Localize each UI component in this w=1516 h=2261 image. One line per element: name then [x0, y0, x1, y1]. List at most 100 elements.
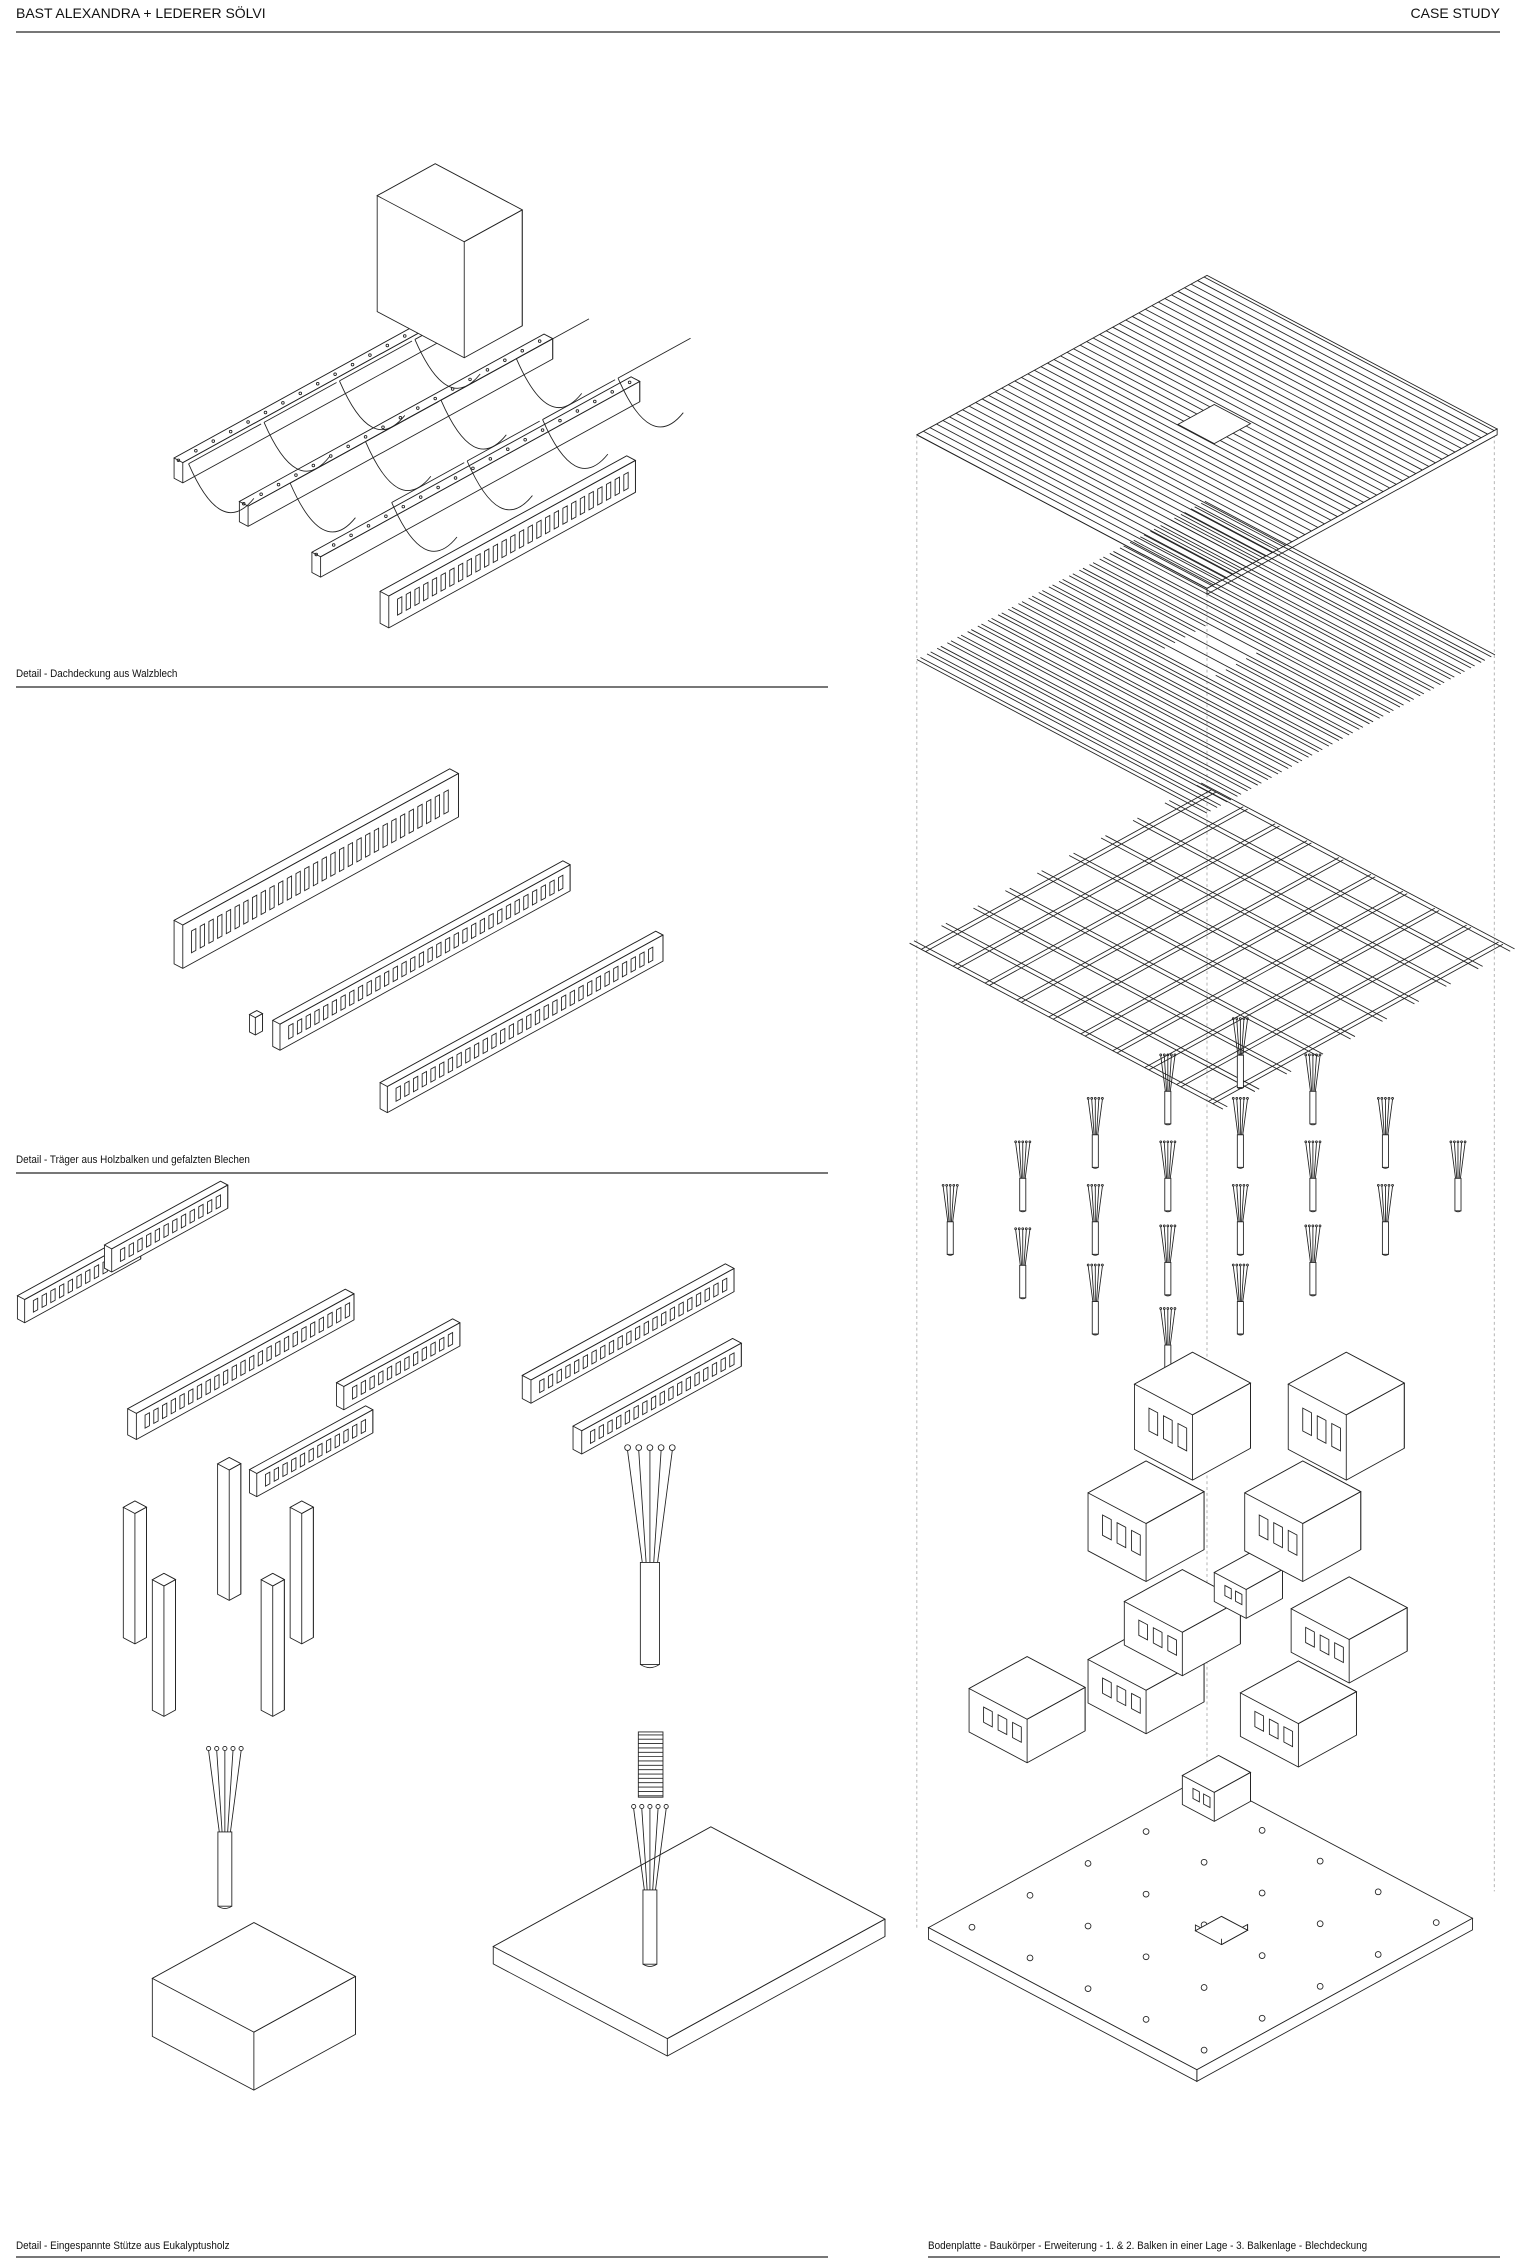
branch-tip — [1097, 1183, 1101, 1187]
branch-tip — [1173, 1307, 1177, 1310]
branch-tip — [1162, 1307, 1166, 1310]
branch-tip — [206, 1745, 212, 1752]
beam-web-opening — [418, 951, 425, 968]
beam-web-opening — [423, 581, 429, 602]
column-branch — [652, 1808, 659, 1890]
anchor-point — [1374, 1951, 1382, 1958]
beam-web-opening — [547, 1373, 554, 1389]
beam-web-opening — [240, 1359, 246, 1377]
slat — [1123, 545, 1414, 700]
beam-web-opening — [549, 879, 555, 897]
line-mark — [388, 460, 636, 597]
anchor-point — [1316, 1983, 1324, 1990]
beam-web-opening — [417, 803, 423, 830]
slat — [1215, 674, 1340, 741]
column-branch — [655, 1808, 667, 1891]
slat — [1200, 502, 1492, 658]
beam-web-opening — [340, 994, 346, 1012]
slat — [1048, 586, 1166, 649]
beam-web-opening — [650, 1395, 657, 1411]
beam-web-opening — [384, 970, 390, 988]
beam-web-opening — [305, 1013, 311, 1031]
slat — [1008, 608, 1299, 764]
corrugation — [975, 402, 1266, 557]
branch-tip — [1239, 1096, 1242, 1100]
tree-column — [1086, 1263, 1104, 1336]
slat — [1143, 534, 1435, 689]
beam-web-opening — [552, 999, 558, 1016]
beam-web-opening — [720, 1356, 726, 1373]
beam-web-opening — [369, 1374, 375, 1391]
anchor-point — [1258, 2014, 1266, 2022]
beam-web-opening — [569, 989, 575, 1007]
beam-web-opening — [614, 476, 620, 497]
girder-small — [379, 930, 664, 1114]
grid-beam — [1080, 874, 1372, 1035]
column-branch — [1305, 1226, 1311, 1263]
branch-tip — [1315, 1053, 1318, 1057]
branch-tip — [1246, 1096, 1249, 1100]
branch-tip — [1235, 1183, 1239, 1187]
screw — [381, 425, 385, 429]
branch-tip — [1159, 1224, 1163, 1228]
window — [1167, 1634, 1177, 1657]
edge-girder — [379, 455, 637, 629]
column-branch — [1314, 1055, 1321, 1092]
beam-web-opening — [729, 1352, 735, 1368]
beam-top — [572, 1337, 743, 1432]
beam-web-opening — [685, 1376, 691, 1392]
beam-web-opening — [404, 1080, 410, 1098]
column-foot — [1092, 1333, 1099, 1336]
beam-web-opening — [344, 1301, 351, 1319]
corrugation — [1040, 366, 1332, 521]
grid-beam — [1132, 820, 1447, 987]
edge-beam-top — [310, 376, 641, 558]
grid-beam — [1112, 890, 1404, 1052]
slat — [926, 653, 1218, 808]
branch-tip — [1021, 1140, 1025, 1144]
beam-web-opening — [286, 875, 293, 901]
anchor-point — [1200, 1858, 1208, 1866]
column-branch — [1308, 1055, 1313, 1092]
column-branch — [1087, 1099, 1094, 1135]
beam-web-opening — [85, 1268, 91, 1285]
branch-tip — [1307, 1140, 1311, 1144]
beam-web-opening — [616, 1414, 622, 1430]
beam-web-opening — [414, 586, 420, 607]
screw — [246, 420, 250, 424]
column-branch — [1097, 1099, 1103, 1135]
slat — [1153, 528, 1445, 684]
column-foot — [1092, 1166, 1099, 1169]
slat — [1160, 525, 1451, 680]
beam-web-opening — [492, 543, 499, 564]
slat — [1170, 519, 1462, 674]
slat — [1038, 592, 1330, 747]
line-mark — [1026, 1686, 1086, 1720]
corrugation — [1184, 287, 1475, 442]
grid-beam — [1196, 784, 1511, 952]
branch-tip — [222, 1745, 228, 1752]
screw — [315, 382, 320, 386]
column-trunk — [1019, 1264, 1027, 1299]
window — [1102, 1677, 1112, 1699]
tree-column — [1014, 1140, 1032, 1213]
beam-top — [248, 1405, 374, 1474]
beam-web-opening — [668, 1385, 674, 1402]
branch-tip — [1387, 1096, 1391, 1100]
beam — [173, 768, 459, 969]
screw — [176, 458, 181, 463]
line-mark — [343, 1322, 461, 1387]
branch-tip — [1166, 1224, 1170, 1228]
column-branch — [1160, 1055, 1166, 1092]
beam-web-opening — [456, 1051, 462, 1069]
screw — [331, 543, 336, 547]
column-branch — [942, 1186, 949, 1222]
corrugation — [1014, 380, 1306, 536]
beam-web-opening — [462, 927, 468, 945]
beam-web-opening — [308, 1447, 314, 1463]
beam-web-opening — [196, 1383, 203, 1401]
branch-tip — [1162, 1140, 1166, 1144]
beam-web-opening — [234, 903, 240, 930]
beam-web-opening — [59, 1283, 65, 1299]
column-trunk — [1236, 1221, 1244, 1255]
